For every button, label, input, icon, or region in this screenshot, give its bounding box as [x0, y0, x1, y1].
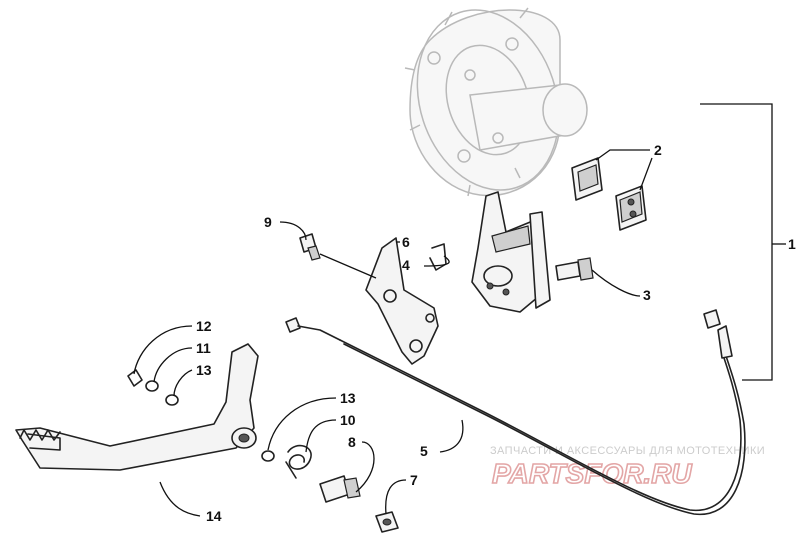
brake-disc [404, 7, 588, 197]
callout-2: 2 [654, 142, 662, 158]
leader-lines [133, 103, 786, 517]
pivot-hardware [261, 444, 399, 533]
brake-caliper [471, 191, 551, 313]
watermark-caption: ЗАПЧАСТИ И АКСЕССУАРЫ ДЛЯ МОТОТЕХНИКИ [490, 445, 765, 457]
callout-8: 8 [348, 434, 356, 450]
callout-4: 4 [402, 257, 410, 273]
callout-10: 10 [340, 412, 356, 428]
watermark-brand: PARTSFOR.RU [492, 458, 692, 489]
pedal-top-hardware [127, 369, 179, 406]
callout-12: 12 [196, 318, 212, 334]
callout-5: 5 [420, 443, 428, 459]
callout-3: 3 [643, 287, 651, 303]
callouts: 1 2 3 4 5 6 7 8 9 10 11 12 13 13 14 [196, 142, 796, 524]
caliper-bracket [365, 237, 439, 365]
brake-pedal [15, 343, 259, 471]
caliper-bolt [555, 257, 594, 281]
callout-9: 9 [264, 214, 272, 230]
callout-13b: 13 [340, 390, 356, 406]
callout-11: 11 [196, 340, 211, 356]
callout-7: 7 [410, 472, 418, 488]
brake-pads [571, 157, 647, 231]
bracket-bolt [299, 233, 377, 279]
brake-cable [285, 309, 746, 516]
callout-13a: 13 [196, 362, 212, 378]
callout-1: 1 [788, 236, 796, 252]
callout-6: 6 [402, 234, 410, 250]
watermark: ЗАПЧАСТИ И АКСЕССУАРЫ ДЛЯ МОТОТЕХНИКИ PA… [490, 445, 765, 490]
callout-14: 14 [206, 508, 222, 524]
